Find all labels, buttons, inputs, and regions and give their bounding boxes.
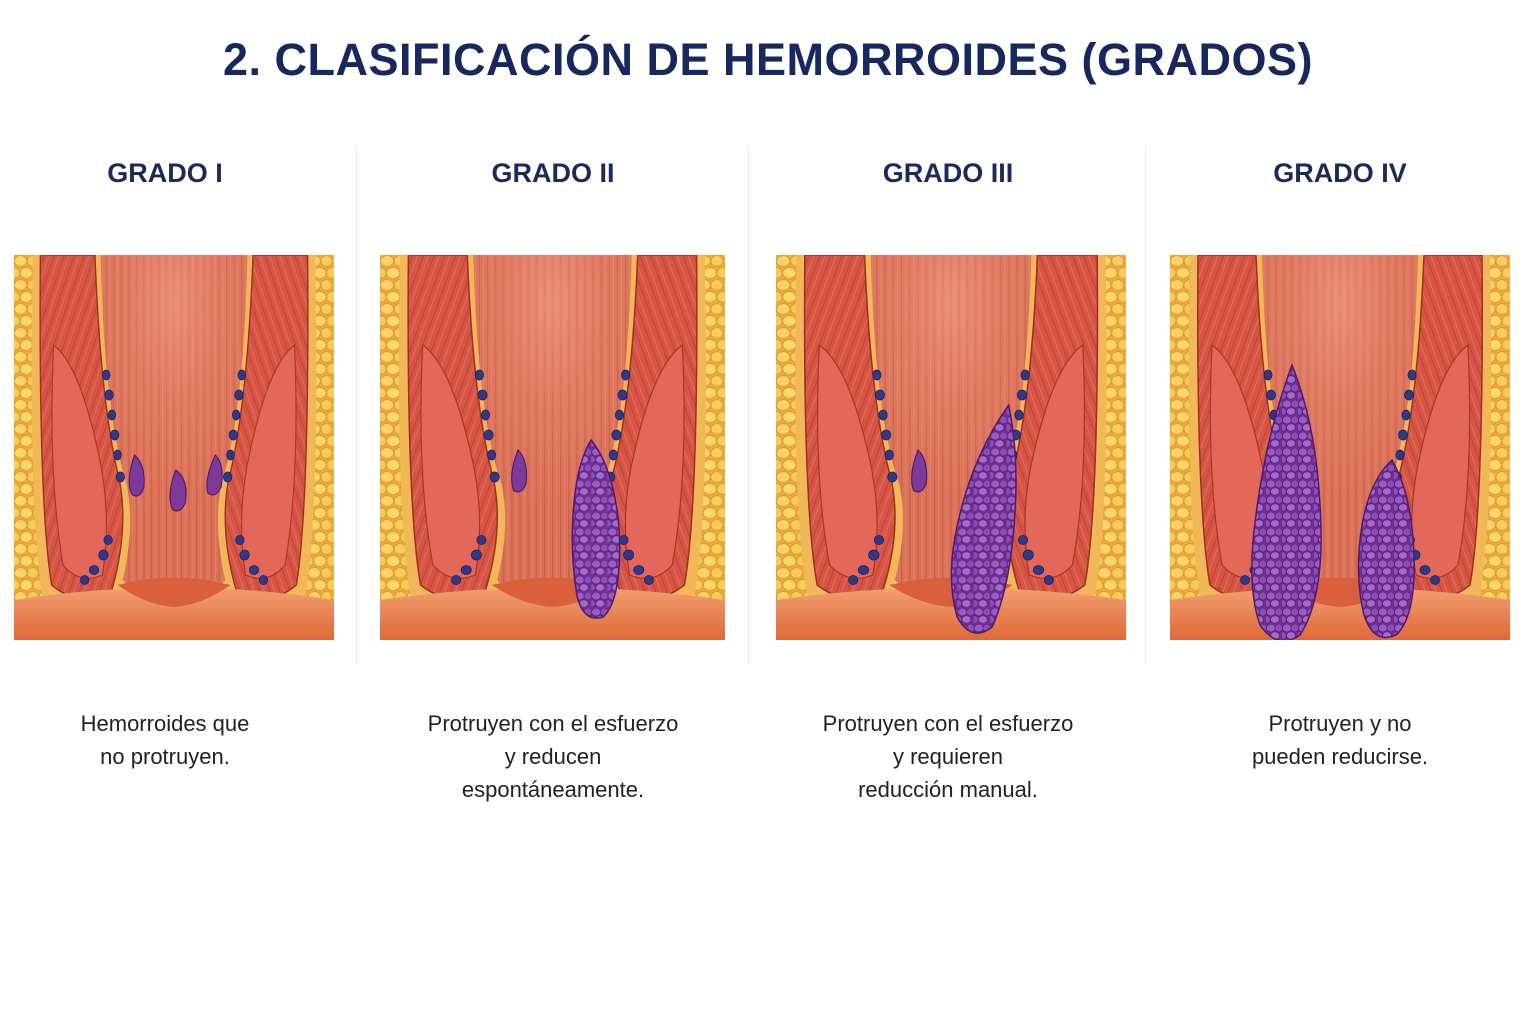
grade-column: GRADO IV Protruyen y no pueden reducirse…: [1150, 150, 1530, 850]
anatomy-illustration: [14, 255, 334, 640]
anatomy-illustration: [1170, 255, 1510, 640]
hemorrhoid-mark: [1357, 458, 1415, 639]
hemorrhoid-mark: [911, 448, 928, 493]
grade-heading: GRADO III: [882, 158, 1014, 188]
grade-column: GRADO II Protruyen con el esfuerzo y red…: [368, 150, 738, 850]
grade-heading: GRADO II: [491, 158, 615, 188]
grade-heading: GRADO I: [107, 158, 223, 188]
page-title: 2. CLASIFICACIÓN DE HEMORROIDES (GRADOS): [222, 34, 1314, 85]
hemorrhoid-mark: [950, 403, 1017, 634]
anatomy-illustration: [776, 255, 1126, 640]
hemorrhoid-mark: [128, 453, 223, 512]
anatomy-illustration: [380, 255, 725, 640]
grade-heading: GRADO IV: [1273, 158, 1407, 188]
grade-description: Hemorroides que no protruyen.: [80, 711, 250, 769]
column-divider: [1145, 145, 1146, 665]
grade-column: GRADO I Hemorroides que no protruyen.: [0, 150, 334, 850]
column-divider: [356, 145, 357, 665]
grade-description: Protruyen y no pueden reducirse.: [1251, 711, 1429, 769]
grade-description: Protruyen con el esfuerzo y requieren re…: [822, 711, 1074, 802]
column-divider: [748, 145, 749, 665]
grade-column: GRADO III Protruyen con el esfuerzo y re…: [758, 150, 1138, 850]
hemorrhoid-mark: [511, 448, 528, 493]
hemorrhoid-mark: [1251, 362, 1322, 640]
hemorrhoid-mark: [571, 438, 621, 619]
grade-description: Protruyen con el esfuerzo y reducen espo…: [427, 711, 679, 802]
